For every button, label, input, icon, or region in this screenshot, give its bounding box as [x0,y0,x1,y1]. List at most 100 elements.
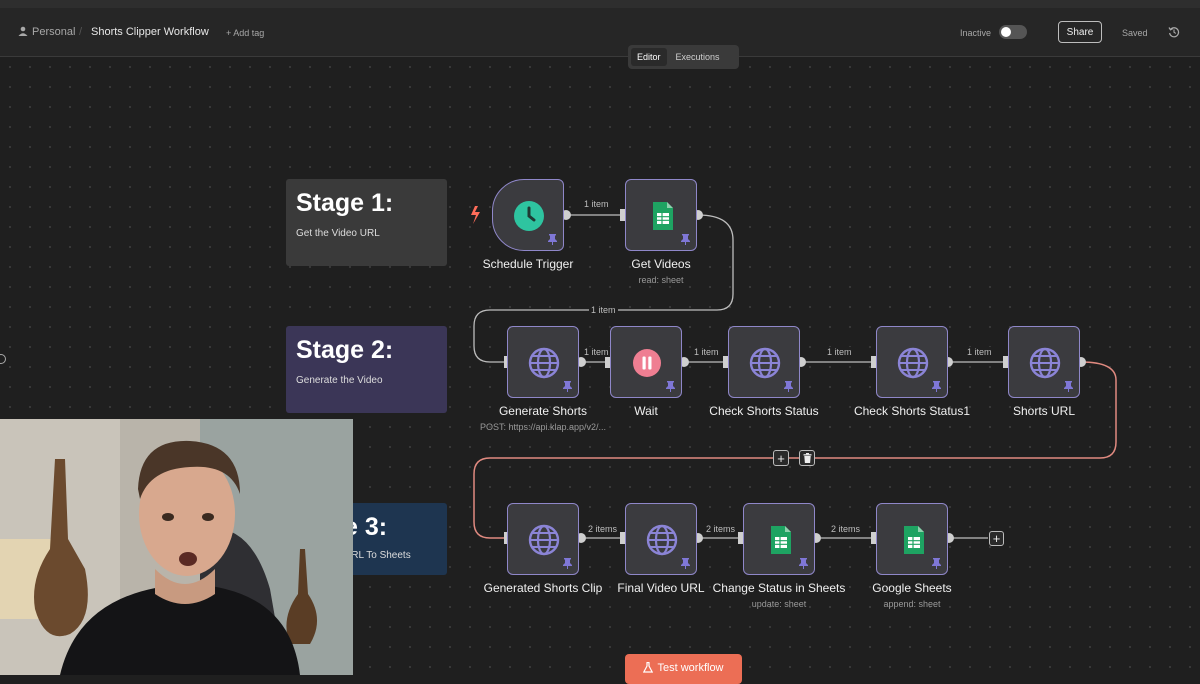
sticky-stage-3-text: URL To Sheets [344,550,411,561]
node-generate-shorts[interactable] [507,326,579,398]
node-label: Schedule Trigger [482,257,574,271]
sticky-stage-1-title: Stage 1: [296,189,394,217]
node-google-sheets[interactable] [876,503,948,575]
node-shorts-url[interactable] [1008,326,1080,398]
input-handle[interactable] [738,532,743,544]
pin-icon [932,558,941,569]
clock-icon [514,201,544,231]
sticky-stage-1-text: Get the Video URL [296,228,380,239]
test-workflow-button[interactable]: Test workflow [625,654,742,684]
input-handle[interactable] [504,532,509,544]
node-label: Change Status in Sheets [712,581,846,595]
pin-icon [666,381,675,392]
globe-icon [749,347,781,379]
workflow-canvas[interactable] [0,57,1200,675]
edge-delete-button[interactable] [799,450,815,466]
active-status-label: Inactive [960,28,992,38]
sticky-stage-1[interactable]: Stage 1: Get the Video URL [286,179,447,266]
node-label: Generate Shorts [498,404,588,418]
pause-icon [633,349,661,377]
breadcrumb-separator: / [79,26,83,38]
edge-label: 1 item [825,347,854,357]
edge-label: 1 item [589,305,618,315]
pin-icon [563,381,572,392]
google-sheets-icon [771,526,791,554]
input-handle[interactable] [605,356,610,368]
node-label: Get Videos [631,257,691,271]
edge-get-videos-to-generate-shorts[interactable] [473,214,734,363]
node-subtitle: update: sheet [751,599,807,609]
node-label: Google Sheets [872,581,952,595]
active-toggle[interactable] [999,25,1027,39]
globe-icon [528,524,560,556]
node-check-shorts-status1[interactable] [876,326,948,398]
sticky-stage-2-title: Stage 2: [296,336,394,364]
globe-icon [528,347,560,379]
top-bar: Personal / Shorts Clipper Workflow + Add… [0,0,1200,57]
toggle-knob [1001,27,1011,37]
node-schedule-trigger[interactable] [492,179,564,251]
input-handle[interactable] [620,532,625,544]
node-subtitle: read: sheet [638,275,684,285]
workflow-name[interactable]: Shorts Clipper Workflow [91,26,209,38]
globe-icon [1029,347,1061,379]
globe-icon [646,524,678,556]
google-sheets-icon [904,526,924,554]
saved-status: Saved [1122,28,1148,38]
node-generated-shorts-clip[interactable] [507,503,579,575]
node-label: Check Shorts Status1 [853,404,971,418]
pin-icon [681,558,690,569]
share-button[interactable]: Share [1058,21,1102,43]
sticky-stage-2[interactable]: Stage 2: Generate the Video [286,326,447,413]
node-label: Wait [634,404,658,418]
webcam-overlay [0,419,353,675]
pin-icon [548,234,557,245]
edge-label: 1 item [582,347,611,357]
add-tag-button[interactable]: + Add tag [226,28,265,38]
canvas-edge-handle [0,354,6,364]
breadcrumb-project[interactable]: Personal [18,26,75,38]
google-sheets-icon [653,202,673,230]
node-label: Check Shorts Status [709,404,819,418]
node-subtitle: append: sheet [883,599,941,609]
mode-switch: Editor Executions [628,45,739,69]
test-workflow-label: Test workflow [657,662,724,674]
add-node-button[interactable]: + [989,531,1004,546]
pin-icon [932,381,941,392]
input-handle[interactable] [723,356,728,368]
browser-strip [0,0,1200,8]
edge-add-button[interactable]: + [773,450,789,466]
history-icon[interactable] [1168,26,1180,38]
user-icon [18,26,28,36]
flask-icon [643,662,654,673]
edge-shorts-url-to-generated-clip[interactable] [473,361,1117,539]
node-final-video-url[interactable] [625,503,697,575]
node-label: Shorts URL [1012,404,1076,418]
edge-label: 1 item [582,199,611,209]
tab-executions[interactable]: Executions [675,52,720,62]
node-check-shorts-status[interactable] [728,326,800,398]
node-wait[interactable] [610,326,682,398]
input-handle[interactable] [871,532,876,544]
edge-label: 1 item [965,347,994,357]
input-handle[interactable] [620,209,625,221]
globe-icon [897,347,929,379]
input-handle[interactable] [871,356,876,368]
edge-label: 1 item [692,347,721,357]
input-handle[interactable] [504,356,509,368]
tab-editor[interactable]: Editor [631,48,667,66]
trash-icon [803,453,811,463]
input-handle[interactable] [1003,356,1008,368]
trigger-bolt-icon [471,206,480,224]
edge-label: 2 items [586,524,620,534]
edge-label: 2 items [704,524,738,534]
pin-icon [799,558,808,569]
pin-icon [681,234,690,245]
node-label: Final Video URL [617,581,705,595]
node-get-videos[interactable] [625,179,697,251]
node-change-status-in-sheets[interactable] [743,503,815,575]
pin-icon [1064,381,1073,392]
pin-icon [784,381,793,392]
edge-label: 2 items [829,524,863,534]
node-subtitle: POST: https://api.klap.app/v2/... [479,422,607,432]
